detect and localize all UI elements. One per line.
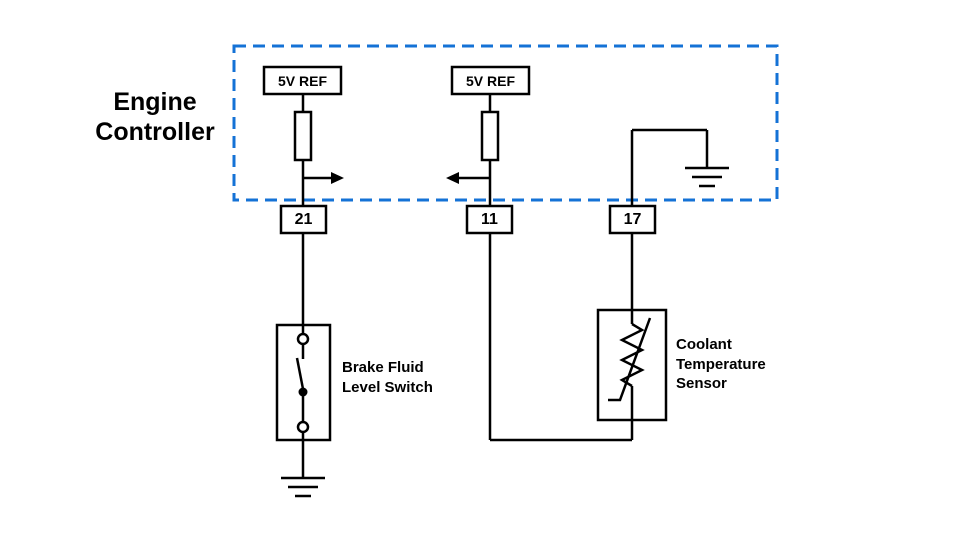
thermistor-diagonal: [608, 317, 652, 402]
switch-terminal-bottom: [296, 420, 310, 434]
pin-21-label: 21: [294, 210, 313, 228]
engine-controller-label: Engine Controller: [55, 88, 255, 147]
brake-switch-label-line2: Level Switch: [342, 378, 433, 396]
wire-segment: [630, 128, 709, 310]
coolant-sensor-label: Coolant Temperature Sensor: [676, 335, 766, 394]
ground-bars: [685, 166, 729, 188]
pin-11-label: 11: [481, 210, 498, 228]
pin-box-17: [608, 204, 657, 235]
brake-switch-label: Brake Fluid Level Switch: [342, 358, 433, 397]
wires-and-symbols: [262, 65, 729, 498]
signal-direction-left-arrow-icon: [446, 172, 490, 184]
pin-17-label: 17: [623, 210, 642, 228]
thermistor-zigzag: [619, 322, 645, 388]
coolant-sensor-label-line2: Temperature: [676, 355, 766, 373]
arrow-head: [331, 172, 344, 184]
pin-box-21: [279, 204, 328, 235]
ground-symbol-internal: [685, 166, 729, 188]
brake-switch-circuit: [262, 65, 344, 498]
wire-segment: [488, 94, 634, 442]
pin-box-11: [465, 204, 514, 235]
coolant-sensor-label-line1: Coolant: [676, 336, 732, 353]
switch-pivot-dot: [298, 387, 308, 397]
ground-symbol-brake: [281, 476, 325, 498]
thermistor-symbol: [608, 310, 652, 420]
switch-terminal-top: [296, 332, 310, 346]
ref-box-left: [262, 65, 343, 96]
ref-box-right: [450, 65, 531, 96]
pullup-resistor-left: [293, 110, 313, 162]
coolant-sensor-circuit: [596, 128, 729, 422]
ground-bars: [281, 476, 325, 498]
engine-controller-boundary: [232, 44, 779, 202]
coolant-sensor-label-line3: Sensor: [676, 375, 727, 392]
engine-controller-label-line2: Controller: [95, 117, 215, 146]
signal-direction-right-arrow-icon: [303, 172, 344, 184]
ref-left-label: 5V REF: [277, 72, 327, 89]
arrow-head: [446, 172, 459, 184]
return-signal-circuit: [446, 65, 634, 442]
pullup-resistor-right: [480, 110, 500, 162]
switch-symbol: [295, 325, 310, 440]
ref-right-label: 5V REF: [465, 72, 515, 89]
brake-switch-label-line1: Brake Fluid: [342, 359, 424, 376]
switch-blade: [295, 357, 305, 390]
engine-controller-label-line1: Engine: [113, 88, 197, 116]
